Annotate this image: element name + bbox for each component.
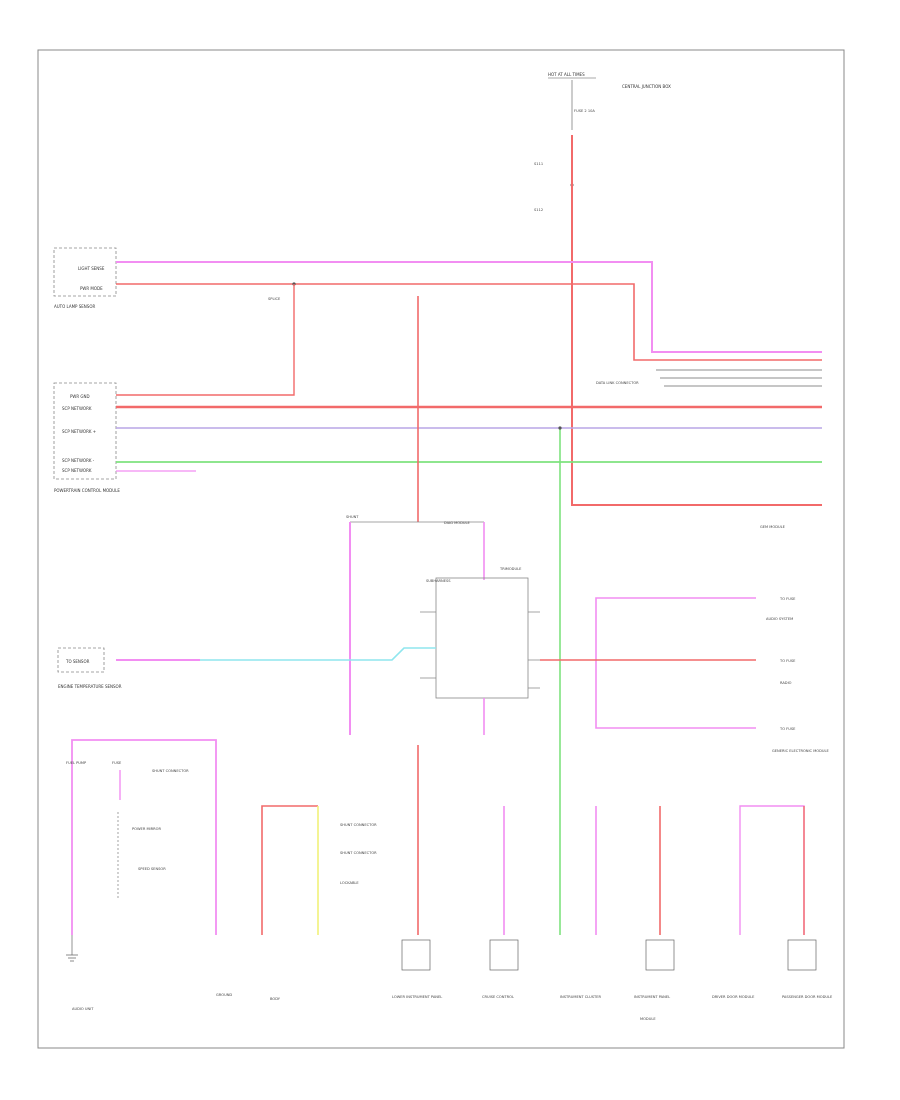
shunt-note-3: LOCKABLE <box>340 881 359 885</box>
pcm-pin-2: SCP NETWORK <box>62 406 92 411</box>
bottom-caption-3: LOWER INSTRUMENT PANEL <box>392 995 442 999</box>
fuse-note: FUSE 2 10A <box>574 109 595 113</box>
right-module-3: TO FUSE <box>779 659 796 663</box>
bottom-caption-1: AUDIO UNIT <box>72 1007 94 1011</box>
bottom-caption-2: BODY <box>270 997 281 1001</box>
upper-splice-label: SPLICE <box>268 297 281 301</box>
shunt-notes: SHUNT CONNECTOR SHUNT CONNECTOR LOCKABLE <box>340 823 377 885</box>
pcm-pin-4: SCP NETWORK - <box>62 458 95 463</box>
auto-lamp-sensor-caption: AUTO LAMP SENSOR <box>54 304 95 309</box>
bottom-connectors <box>66 935 817 971</box>
light-sense-label: LIGHT SENSE <box>78 266 105 271</box>
center-left-label: SUBHARNESS <box>426 579 451 583</box>
top-fuse-block: HOT AT ALL TIMES CENTRAL JUNCTION BOX FU… <box>534 72 671 212</box>
wire-pink-top <box>116 261 822 353</box>
gem-note: GEM MODULE <box>760 525 786 529</box>
junction-left-label: SHUNT <box>346 515 359 519</box>
pwr-mode-label: PWR MODE <box>80 286 103 291</box>
sensor-left-label: TO SENSOR <box>65 659 90 664</box>
splice-top-1: S111 <box>534 162 543 166</box>
wire-pink-bottom-left-loop <box>71 739 217 935</box>
right-module-5: TO FUSE <box>779 727 796 731</box>
right-bottom-caption: GENERIC ELECTRONIC MODULE <box>772 749 830 753</box>
bottom-left-5: GROUND <box>216 993 232 997</box>
diagram-frame <box>37 49 845 1049</box>
pcm-caption: POWERTRAIN CONTROL MODULE <box>54 488 120 493</box>
junction-row: SHUNT DIAG MODULE <box>346 515 484 525</box>
fuse-box-label: CENTRAL JUNCTION BOX <box>622 84 671 89</box>
bottom-caption-7: MODULE <box>640 1017 656 1021</box>
shunt-note-2: SHUNT CONNECTOR <box>340 851 377 855</box>
right-module-2: AUDIO SYSTEM <box>766 617 793 621</box>
right-module-1: TO FUSE <box>779 597 796 601</box>
shunt-note-1: SHUNT CONNECTOR <box>340 823 377 827</box>
wire-cyan <box>200 647 436 661</box>
bottom-left-3: SHUNT CONNECTOR <box>152 769 189 773</box>
wire-red-pcm-up <box>116 284 295 396</box>
pcm-module: PWR GND SCP NETWORK SCP NETWORK + SCP NE… <box>53 382 120 493</box>
wire-pink-right-loop <box>595 597 756 729</box>
data-link-caption: DATA LINK CONNECTOR <box>596 381 639 385</box>
wire-red-main-vertical <box>571 135 822 506</box>
right-module-4: RADIO <box>780 681 792 685</box>
pcm-pin-3: SCP NETWORK + <box>62 429 96 434</box>
wire-red-lower-left <box>261 805 318 935</box>
bottom-left-cluster: FUEL PUMP FUSE SHUNT CONNECTOR SPEED SEN… <box>66 761 232 997</box>
bottom-left-4: SPEED SENSOR <box>138 867 166 871</box>
bottom-caption-5: INSTRUMENT CLUSTER <box>560 995 601 999</box>
hot-at-all-times-label: HOT AT ALL TIMES <box>548 72 585 77</box>
bottom-caption-6: INSTRUMENT PANEL <box>634 995 670 999</box>
right-modules: TO FUSE AUDIO SYSTEM TO FUSE RADIO TO FU… <box>760 525 830 753</box>
bottom-captions: AUDIO UNIT BODY LOWER INSTRUMENT PANEL C… <box>72 995 833 1021</box>
power-mirror-block: POWER MIRROR <box>132 827 161 831</box>
wire-pink-bottom-5 <box>739 805 805 935</box>
right-upper-connector: DATA LINK CONNECTOR <box>596 369 822 387</box>
center-module: SUBHARNESS TRIMODULE <box>420 567 540 699</box>
auto-lamp-sensor-module: LIGHT SENSE PWR MODE AUTO LAMP SENSOR <box>53 247 117 309</box>
engine-temp-sensor: TO SENSOR ENGINE TEMPERATURE SENSOR <box>57 647 122 689</box>
bottom-caption-4: CRUISE CONTROL <box>482 995 514 999</box>
junction-right-label: DIAG MODULE <box>444 521 470 525</box>
splice-top-2: S112 <box>534 208 543 212</box>
sensor-left-caption: ENGINE TEMPERATURE SENSOR <box>58 684 122 689</box>
bottom-left-2: FUSE <box>112 761 122 765</box>
bottom-left-1: FUEL PUMP <box>66 761 87 765</box>
pcm-pin-5: SCP NETWORK <box>62 468 92 473</box>
bottom-caption-9: PASSENGER DOOR MODULE <box>782 995 833 999</box>
wire-red-upper <box>116 283 822 361</box>
pcm-pin-1: PWR GND <box>70 394 90 399</box>
bottom-caption-8: DRIVER DOOR MODULE <box>712 995 755 999</box>
center-right-label: TRIMODULE <box>499 567 522 571</box>
